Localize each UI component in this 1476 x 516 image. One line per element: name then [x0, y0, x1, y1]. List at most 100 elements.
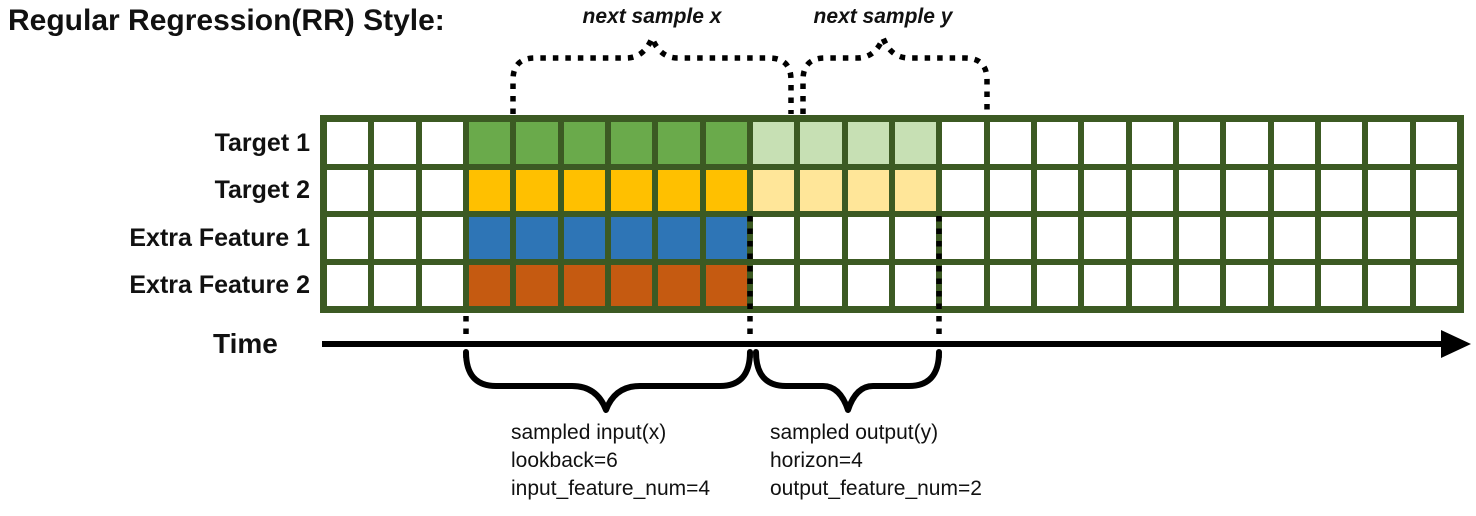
grid-cell [847, 122, 889, 164]
grid-cell [705, 122, 747, 164]
grid-cell [1226, 264, 1268, 306]
page-title: Regular Regression(RR) Style: [8, 4, 445, 37]
grid-cell [1320, 169, 1363, 211]
input-feature-num-line: input_feature_num=4 [511, 477, 711, 500]
next-sample-x-label: next sample x [582, 5, 722, 28]
grid-cell [942, 217, 984, 259]
grid-cell [1036, 264, 1079, 306]
sampled-input-line: sampled input(x) [511, 421, 667, 444]
horizon-line: horizon=4 [770, 449, 863, 472]
grid-cell [847, 169, 889, 211]
grid-cell [468, 217, 511, 259]
grid-cell [800, 264, 842, 306]
grid-cell [1084, 264, 1126, 306]
grid-cell [516, 264, 558, 306]
grid-cell [989, 217, 1031, 259]
grid-cell [374, 264, 416, 306]
grid-cell [374, 169, 416, 211]
grid-cell [1273, 169, 1315, 211]
grid-cell [1131, 122, 1173, 164]
grid-cell [847, 217, 889, 259]
grid-cell [1273, 122, 1315, 164]
grid-cell [1273, 264, 1315, 306]
grid-cell [1320, 264, 1363, 306]
grid-cell [610, 169, 653, 211]
grid-cell [1131, 217, 1173, 259]
grid-cell [847, 264, 889, 306]
grid-cell [1178, 264, 1221, 306]
next-sample-x-brace [510, 30, 794, 114]
grid-cell [1368, 217, 1410, 259]
grid-cell [610, 217, 653, 259]
grid-cell [421, 169, 463, 211]
grid-cell [468, 169, 511, 211]
sampled-output-note: sampled output(y) horizon=4 output_featu… [770, 419, 982, 503]
grid-cell [1273, 217, 1315, 259]
grid-cell [1368, 264, 1410, 306]
grid-cell [942, 264, 984, 306]
output-feature-num-line: output_feature_num=2 [770, 477, 982, 500]
grid-cell [1368, 122, 1410, 164]
grid-cell [1226, 217, 1268, 259]
grid-cell [705, 217, 747, 259]
grid-cell [516, 217, 558, 259]
grid-cell [327, 169, 369, 211]
grid-cell [1036, 217, 1079, 259]
grid-cell [1084, 169, 1126, 211]
grid-cell [752, 217, 795, 259]
time-axis-arrow [322, 330, 1471, 358]
grid-cell [1178, 217, 1221, 259]
grid-cell [327, 217, 369, 259]
lookback-line: lookback=6 [511, 449, 618, 472]
row-label-extra-feature-1: Extra Feature 1 [129, 224, 310, 252]
grid-cell [563, 122, 605, 164]
grid-cell [563, 169, 605, 211]
grid-cell [421, 122, 463, 164]
grid-cell [1226, 169, 1268, 211]
sampled-input-note: sampled input(x) lookback=6 input_featur… [511, 419, 710, 503]
next-sample-y-label: next sample y [813, 5, 953, 28]
grid-cell [1084, 122, 1126, 164]
grid-cell [468, 122, 511, 164]
grid-cell [942, 122, 984, 164]
grid-cell [468, 264, 511, 306]
grid-cell [1320, 217, 1363, 259]
grid-cell [989, 122, 1031, 164]
grid-cell [1226, 122, 1268, 164]
row-label-extra-feature-2: Extra Feature 2 [129, 271, 310, 299]
grid-cell [658, 264, 700, 306]
grid-cell [563, 264, 605, 306]
grid-cell [1415, 122, 1457, 164]
grid-cell [563, 217, 605, 259]
grid-cell [658, 217, 700, 259]
grid-cell [610, 122, 653, 164]
grid-cell [1415, 217, 1457, 259]
time-axis-label: Time [213, 328, 278, 359]
grid-cell [894, 217, 937, 259]
grid-cell [894, 122, 937, 164]
grid-cell [327, 264, 369, 306]
grid-cell [658, 122, 700, 164]
grid-cell [374, 122, 416, 164]
grid-cell [989, 169, 1031, 211]
sample-grid [320, 115, 1464, 313]
grid-cell [1131, 264, 1173, 306]
grid-cell [658, 169, 700, 211]
grid-cell [516, 169, 558, 211]
grid-cell [705, 264, 747, 306]
grid-cell [894, 264, 937, 306]
grid-cell [752, 264, 795, 306]
grid-cell [1178, 169, 1221, 211]
grid-cell [1036, 169, 1079, 211]
grid-cell [1320, 122, 1363, 164]
grid-cell [752, 122, 795, 164]
next-sample-y-brace [800, 30, 990, 114]
grid-cell [894, 169, 937, 211]
input-brace [463, 349, 753, 413]
grid-cell [800, 217, 842, 259]
grid-cell [421, 264, 463, 306]
grid-cell [942, 169, 984, 211]
row-label-target-1: Target 1 [214, 129, 310, 157]
grid-cell [1178, 122, 1221, 164]
